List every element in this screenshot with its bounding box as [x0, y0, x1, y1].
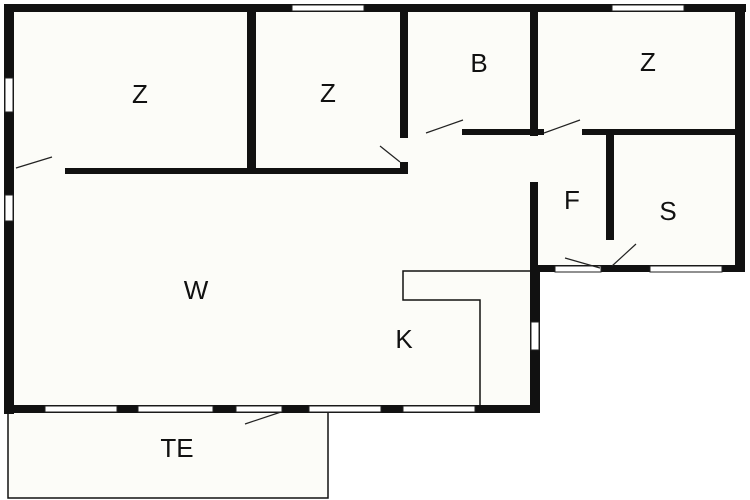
wall-top: [4, 4, 746, 12]
door-f: [564, 257, 601, 269]
door-z3: [543, 119, 581, 134]
room-label-terrace: TE: [160, 433, 193, 463]
window-left-2: [4, 194, 14, 222]
room-label-hall: F: [564, 185, 580, 215]
wall-b-z3: [530, 8, 538, 136]
wall-f-west: [530, 182, 538, 272]
wall-z2-b-lower: [400, 162, 408, 174]
window-top-1: [291, 4, 365, 12]
wall-f-s: [606, 132, 614, 240]
window-hall-south: [554, 265, 602, 273]
window-storage-south: [649, 265, 723, 273]
window-bottom-3: [235, 405, 283, 413]
room-label-bathroom: B: [470, 48, 487, 78]
wall-z3-south: [582, 129, 745, 135]
room-labels: Z Z B Z F S W K TE: [132, 47, 677, 463]
room-label-bedroom-1: Z: [132, 79, 148, 109]
window-bottom-5: [402, 405, 476, 413]
wall-z1-z2: [247, 8, 256, 173]
terrace-outline: [7, 410, 329, 499]
window-top-2: [611, 4, 685, 12]
room-label-bedroom-3: Z: [640, 47, 656, 77]
wall-z2-b: [400, 8, 408, 138]
window-kitchen-east: [530, 321, 540, 351]
room-label-kitchen: K: [395, 324, 413, 354]
wall-right: [735, 4, 745, 272]
door-z1: [15, 156, 53, 169]
wall-b-south: [462, 129, 544, 135]
floor-fills: [8, 8, 743, 498]
door-z2: [379, 145, 401, 163]
window-bottom-4: [308, 405, 382, 413]
door-b: [425, 119, 464, 134]
wall-bottom-east: [535, 265, 745, 272]
window-bottom-1: [44, 405, 118, 413]
room-label-bedroom-2: Z: [320, 78, 336, 108]
window-bottom-2: [137, 405, 214, 413]
door-terrace: [244, 411, 282, 425]
room-label-storage: S: [659, 196, 676, 226]
door-s: [611, 243, 637, 267]
window-left-1: [4, 77, 14, 113]
windows: [4, 4, 723, 413]
kitchen-counter: [402, 270, 530, 408]
room-label-living: W: [184, 275, 209, 305]
wall-z-south: [65, 168, 408, 174]
doors: [15, 119, 637, 425]
